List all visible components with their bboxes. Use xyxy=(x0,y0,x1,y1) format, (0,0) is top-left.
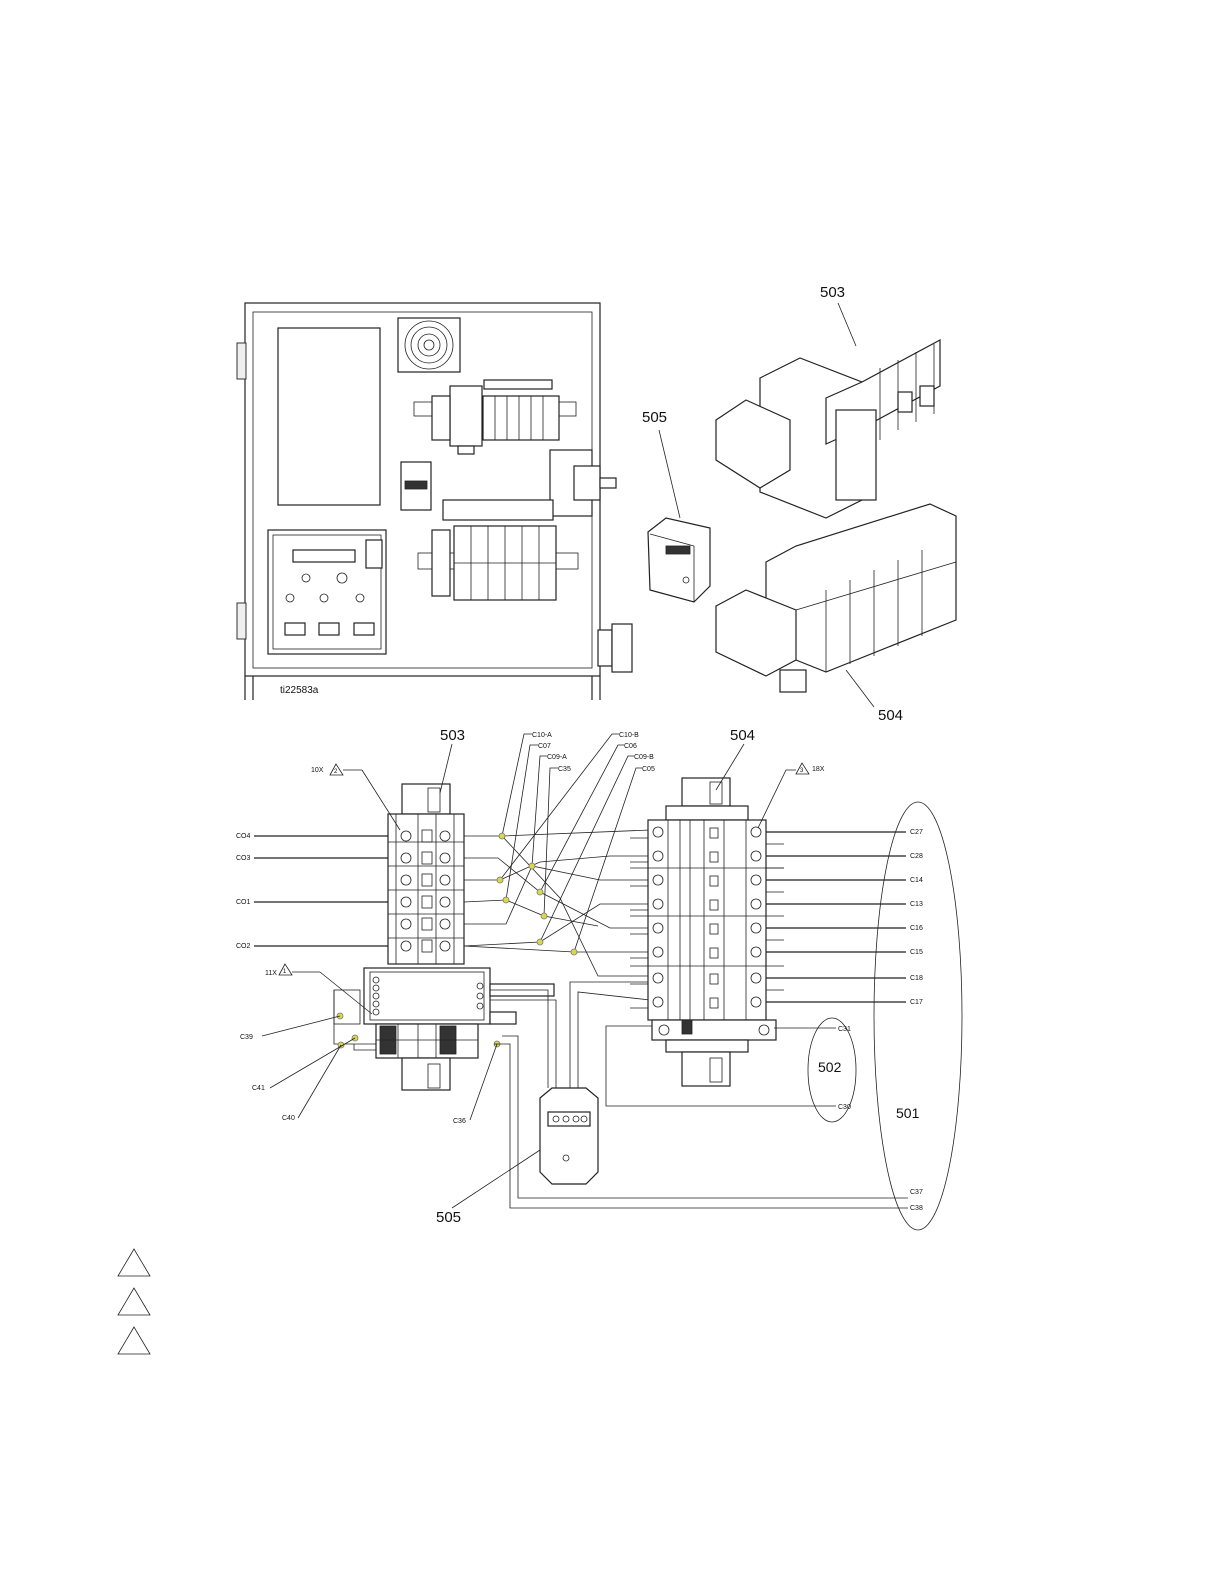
wire-c14: C14 xyxy=(910,877,923,884)
callout-503-mid: 503 xyxy=(440,727,465,744)
wire-c05: C05 xyxy=(642,766,655,773)
wire-c41: C41 xyxy=(252,1085,265,1092)
callout-505-top: 505 xyxy=(642,409,667,426)
wire-c38: C38 xyxy=(910,1205,923,1212)
504-right-wires xyxy=(766,832,906,1002)
note-triangle-legend-3 xyxy=(118,1327,150,1354)
cord-grip xyxy=(598,624,632,672)
label-strip xyxy=(484,380,552,389)
panel-window xyxy=(278,328,380,505)
wire-c17: C17 xyxy=(910,999,923,1006)
wire-c15: C15 xyxy=(910,949,923,956)
wire-c39: C39 xyxy=(240,1034,253,1041)
disconnect-handle xyxy=(550,450,616,516)
wire-co1: CO1 xyxy=(236,899,251,906)
callout-504-top: 504 xyxy=(878,707,903,724)
wire-c09b: C09-B xyxy=(634,754,654,761)
wire-duct xyxy=(443,500,553,520)
wire-c13: C13 xyxy=(910,901,923,908)
qty-10x: 10X xyxy=(311,767,324,774)
qty-18x: 18X xyxy=(812,766,825,773)
figure-code: ti22583a xyxy=(280,685,319,696)
callout-501: 501 xyxy=(896,1105,920,1121)
control-board xyxy=(268,530,386,654)
lower-din-rail xyxy=(418,526,578,600)
wire-c35: C35 xyxy=(558,766,571,773)
crossing-wires xyxy=(464,830,650,1088)
hinge-top xyxy=(237,343,246,379)
wire-c06: C06 xyxy=(624,743,637,750)
wire-c30: C30 xyxy=(838,1104,851,1111)
callout-505-bottom: 505 xyxy=(436,1209,461,1226)
wire-c40: C40 xyxy=(282,1115,295,1122)
wire-c10b: C10-B xyxy=(619,732,639,739)
wire-c27: C27 xyxy=(910,829,923,836)
breaker-lower-terminals xyxy=(376,1024,478,1090)
hinge-bottom xyxy=(237,603,246,639)
wire-c10a: C10-A xyxy=(532,732,552,739)
note-triangle-legend-2 xyxy=(118,1288,150,1315)
callout-503-top: 503 xyxy=(820,284,845,301)
terminal-block-504 xyxy=(630,778,784,1086)
qty-11x: 11X xyxy=(265,970,277,977)
breaker-assembly-iso xyxy=(716,340,940,518)
note-triangle-legend-1 xyxy=(118,1249,150,1276)
wire-c36: C36 xyxy=(453,1118,466,1125)
wire-c18: C18 xyxy=(910,975,923,982)
wire-co2: CO2 xyxy=(236,943,251,950)
note-3-mark: 3 xyxy=(800,768,804,774)
filter-iso xyxy=(648,518,710,602)
callout-504-mid: 504 xyxy=(730,727,755,744)
breaker-block-503 xyxy=(388,784,464,964)
enclosure-ground-501-outline xyxy=(874,802,962,1230)
wire-c07: C07 xyxy=(538,743,551,750)
wire-c37: C37 xyxy=(910,1189,923,1196)
wire-co4: CO4 xyxy=(236,833,251,840)
wire-c09a: C09-A xyxy=(547,754,567,761)
wire-co3: CO3 xyxy=(236,855,251,862)
power-supply-module xyxy=(334,968,554,1024)
wire-c31: C31 xyxy=(838,1026,851,1033)
callout-502: 502 xyxy=(818,1059,842,1075)
fan-icon xyxy=(398,318,460,372)
small-filter xyxy=(401,462,431,510)
wire-c16: C16 xyxy=(910,925,923,932)
note-2-mark: 2 xyxy=(334,769,338,775)
enclosure-view: ti22583a xyxy=(237,303,632,700)
504-left-stubs xyxy=(630,838,648,1008)
wire-c28: C28 xyxy=(910,853,923,860)
terminal-block-iso xyxy=(716,504,956,692)
note-1-mark: 1 xyxy=(283,969,287,975)
filter-505 xyxy=(540,1088,598,1184)
